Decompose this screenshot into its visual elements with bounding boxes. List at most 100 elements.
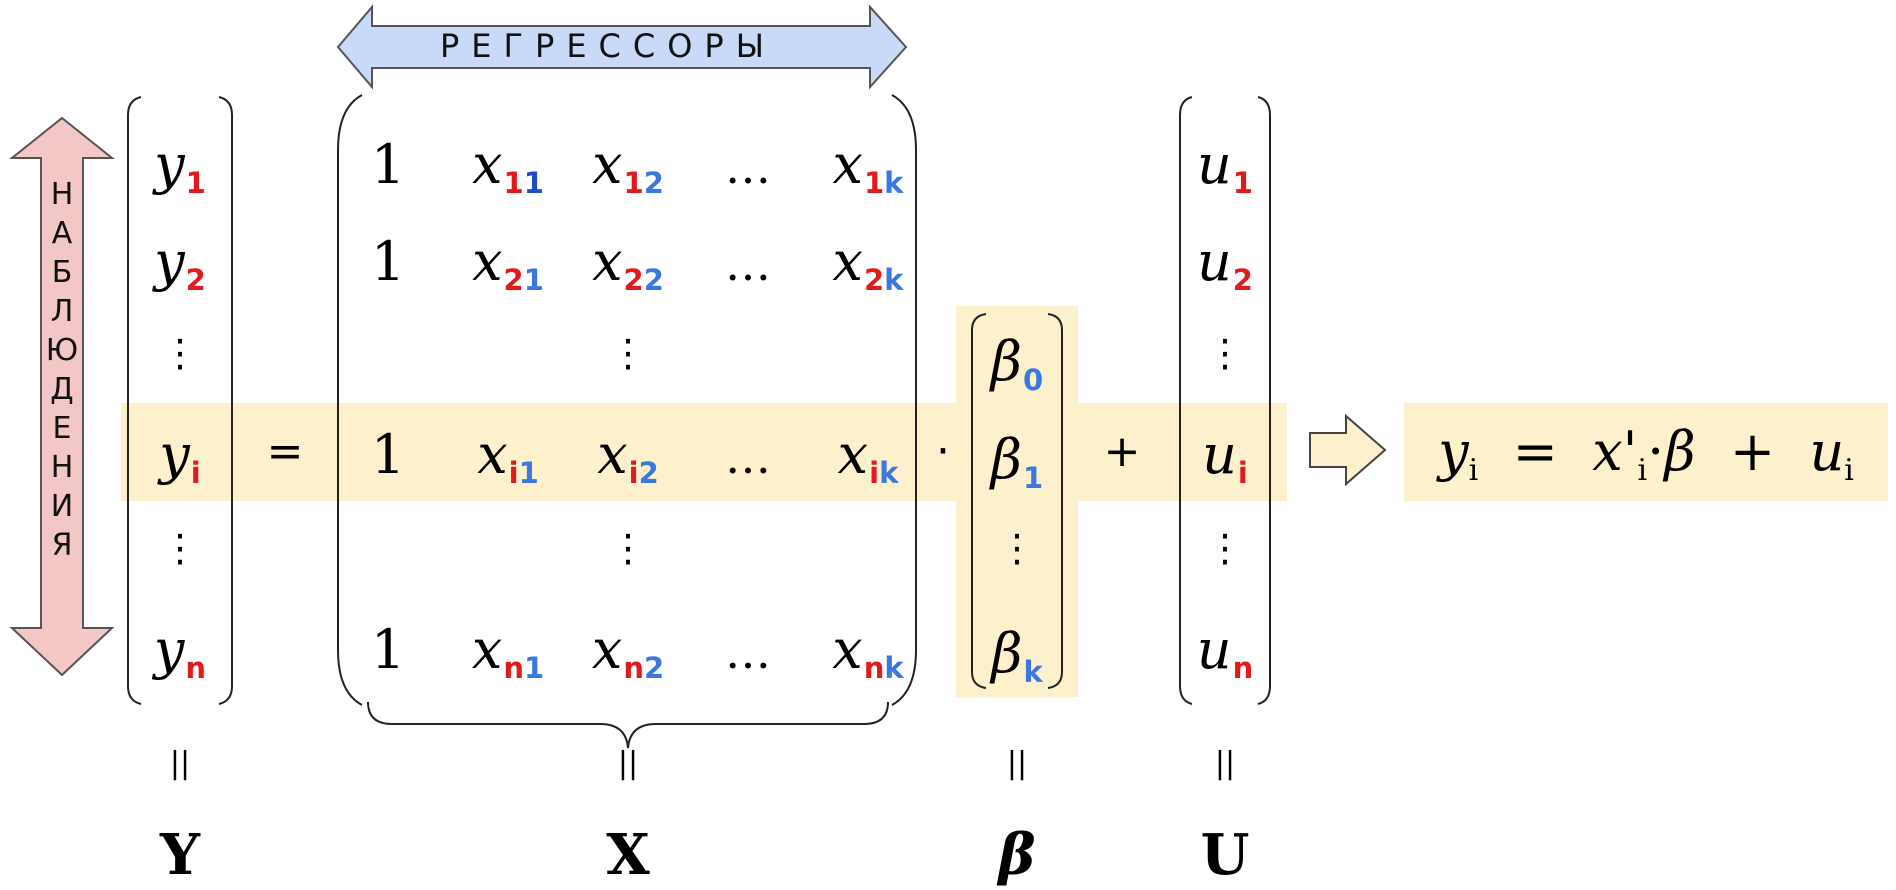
formula-x: x <box>1592 420 1623 483</box>
beta-equiv-mark: || <box>1006 746 1028 781</box>
y-equiv-mark: || <box>169 746 191 781</box>
beta-vdots: ⋮ <box>998 526 1036 570</box>
observations-letter: А <box>51 216 73 251</box>
u-equiv-mark: || <box>1214 746 1236 781</box>
observations-letter: И <box>50 489 74 524</box>
x-entry-base: 1 <box>370 423 406 486</box>
x-entry-index: 12 <box>623 166 664 200</box>
formula-dot: · <box>1647 420 1665 483</box>
y-entry-index: i <box>190 456 201 490</box>
x-entry: x2k <box>833 235 904 295</box>
x-entry: xi2 <box>597 428 659 488</box>
x-equiv-mark: || <box>617 746 639 781</box>
x-entry: x12 <box>592 138 664 198</box>
observations-letter: Б <box>51 255 73 290</box>
u-entry-base: u <box>1197 230 1232 293</box>
x-entry-base: x <box>597 423 628 486</box>
x-name: X <box>606 822 650 888</box>
y-vdots: ⋮ <box>161 526 199 570</box>
x-entry-base: … <box>725 237 771 291</box>
x-entry-base: 1 <box>370 230 406 293</box>
y-entry: yi <box>159 428 200 488</box>
observations-letter: Н <box>50 177 74 212</box>
multiply-dot: · <box>936 426 950 477</box>
x-entry-base: x <box>477 423 508 486</box>
x-entry: x22 <box>592 235 664 295</box>
x-entry-base: x <box>832 618 863 681</box>
formula-x-sub: i <box>1637 453 1648 488</box>
formula-u-sub: i <box>1844 453 1854 488</box>
observations-letter: Д <box>50 372 74 407</box>
x-entry: x1k <box>833 138 904 198</box>
u-entry: un <box>1197 623 1253 683</box>
observations-letter: Ю <box>45 333 79 368</box>
formula-y-sub: i <box>1468 453 1479 488</box>
x-entry-index: n2 <box>623 651 665 685</box>
x-underbrace <box>367 701 889 749</box>
beta-entry-index: 1 <box>1023 461 1044 495</box>
u-entry: ui <box>1202 428 1248 488</box>
x-entry: … <box>725 428 771 482</box>
u-entry: u1 <box>1197 138 1253 198</box>
x-entry: xn2 <box>592 623 664 683</box>
x-entry-index: 22 <box>623 263 664 297</box>
x-entry: 1 <box>371 428 405 482</box>
u-vdots: ⋮ <box>1206 526 1244 570</box>
u-entry-index: n <box>1232 651 1254 685</box>
u-left-paren <box>1179 96 1193 705</box>
x-entry: x11 <box>472 138 544 198</box>
beta-name: β <box>998 822 1036 888</box>
formula-plus: + <box>1729 420 1776 483</box>
y-entry-base: y <box>153 618 185 681</box>
x-entry-base: x <box>832 230 863 293</box>
y-entry-index: n <box>185 651 207 685</box>
x-left-paren <box>337 94 363 706</box>
x-entry: 1 <box>371 138 405 192</box>
row-i-highlight <box>121 403 1287 501</box>
y-name: Y <box>160 822 200 888</box>
beta-left-paren <box>971 313 987 689</box>
x-entry-base: x <box>832 133 863 196</box>
x-entry: 1 <box>371 235 405 289</box>
observations-arrow <box>9 116 115 677</box>
u-entry-index: 1 <box>1232 166 1253 200</box>
beta-entry-base: β <box>990 428 1023 491</box>
x-entry: … <box>725 623 771 677</box>
beta-entry: βk <box>991 627 1043 687</box>
x-entry: xn1 <box>472 623 544 683</box>
equals-sign: = <box>266 426 304 477</box>
x-entry-index: i1 <box>508 456 539 490</box>
result-formula: yi = x'i·β + ui <box>1438 425 1854 486</box>
regressors-label: РЕГРЕССОРЫ <box>440 27 776 65</box>
x-entry-index: nk <box>863 651 904 685</box>
beta-column-highlight <box>956 306 1078 697</box>
x-entry-base: x <box>592 230 623 293</box>
x-entry-base: x <box>837 423 869 486</box>
x-entry-base: … <box>725 430 771 484</box>
y-entry: y2 <box>154 235 206 295</box>
x-entry-base: x <box>471 618 503 681</box>
x-entry-base: … <box>725 140 771 194</box>
observations-letter: Л <box>50 294 74 329</box>
x-entry: xi1 <box>477 428 539 488</box>
y-entry: yn <box>154 623 206 683</box>
y-entry: y1 <box>154 138 206 198</box>
u-entry-base: u <box>1202 423 1237 486</box>
u-entry-base: u <box>1197 133 1232 196</box>
observations-letter: Я <box>51 528 73 563</box>
observations-letter: Е <box>52 411 72 446</box>
x-entry-base: 1 <box>370 133 406 196</box>
x-entry-base: x <box>592 133 623 196</box>
x-entry: … <box>725 138 771 192</box>
x-entry-base: … <box>725 625 771 679</box>
x-entry-index: 21 <box>503 263 544 297</box>
beta-right-paren <box>1047 313 1063 689</box>
x-vdots: ⋮ <box>609 526 647 570</box>
x-entry: x21 <box>472 235 544 295</box>
x-entry-index: ik <box>869 456 899 490</box>
y-vdots: ⋮ <box>161 331 199 375</box>
beta-entry-base: β <box>991 622 1023 685</box>
regressors-arrow <box>336 4 908 90</box>
formula-prime: ' <box>1622 420 1638 483</box>
